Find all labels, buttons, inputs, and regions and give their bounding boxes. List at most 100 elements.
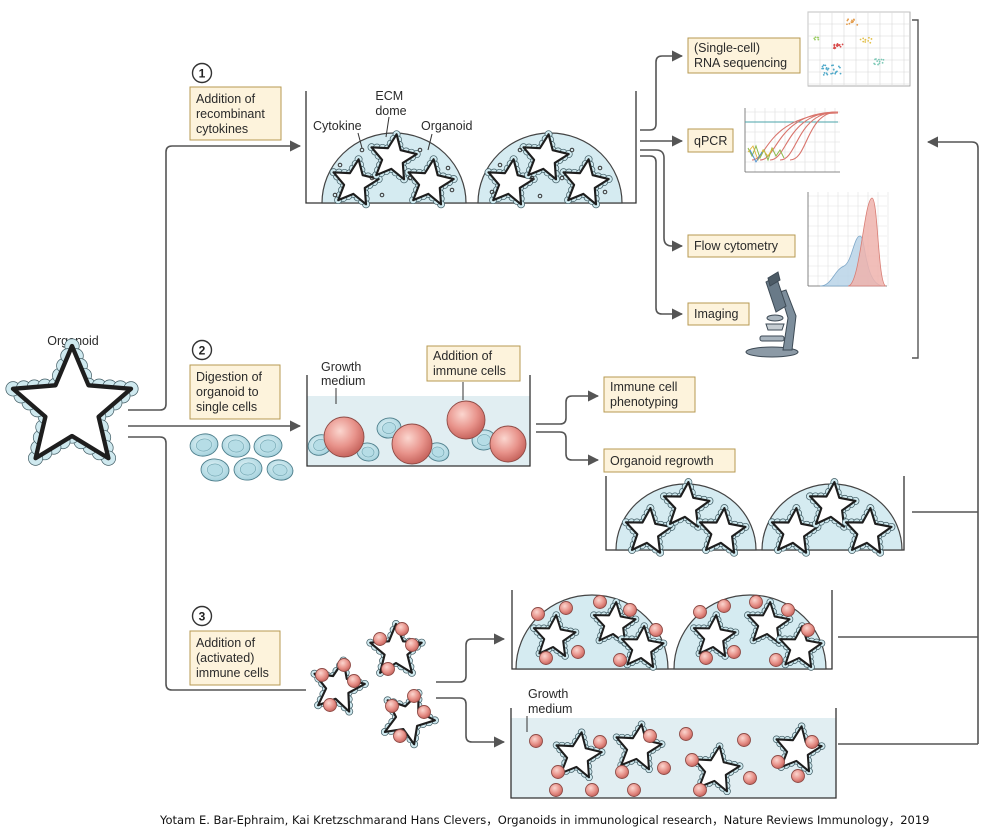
immune-cell <box>593 595 607 609</box>
cytokine-dot <box>597 165 603 171</box>
rna-seq-box <box>687 37 801 74</box>
step-1-badge <box>191 62 213 84</box>
microscope-icon <box>745 271 799 358</box>
immune-cell <box>531 607 545 621</box>
organoid-in-dome <box>484 155 538 209</box>
organoid-star-large <box>5 338 139 466</box>
arrow-to-regrowth <box>536 431 600 466</box>
regrown-organoid <box>768 504 822 557</box>
immune-cell <box>649 623 663 637</box>
immune-cell <box>791 769 805 783</box>
immune-cell <box>381 662 395 676</box>
immune-cell <box>391 423 433 465</box>
qpcr-curves-icon <box>744 108 840 173</box>
cytokine-dot <box>417 147 423 153</box>
arrow-to-imaging <box>640 155 684 320</box>
flow-arrows <box>128 50 979 748</box>
immune-cell <box>323 416 365 458</box>
flow-cytometry-icon <box>807 192 889 287</box>
immune-cell <box>585 783 599 797</box>
step-1-number: 1 <box>199 67 206 81</box>
addition-immune-label: Addition of immune cells <box>433 349 506 378</box>
cytokine-dot <box>537 193 543 199</box>
epithelial-cell <box>189 433 219 457</box>
addition-immune-box <box>426 345 521 382</box>
arrow-to-coculture-dome <box>436 633 506 683</box>
immune-cell <box>405 638 419 652</box>
scrna-scatter-icon <box>807 11 911 87</box>
step-2-number: 2 <box>199 344 206 358</box>
immune-cell <box>769 653 783 667</box>
coculture-medium-well <box>510 708 837 799</box>
immune-cell <box>771 755 785 769</box>
cytokine-dot <box>517 147 523 153</box>
epithelial-cell <box>200 458 230 482</box>
arrow-to-coculture-medium <box>436 697 506 748</box>
readouts: (Single-cell) RNA sequencing qPCR Flow c… <box>687 11 911 358</box>
regrowth-label: Organoid regrowth <box>610 454 714 468</box>
immune-cell <box>315 668 329 682</box>
immune-cell <box>407 689 421 703</box>
immune-cell <box>571 645 585 659</box>
cytokine-dot <box>332 192 338 198</box>
immune-cell <box>347 674 361 688</box>
cytokine-label: Cytokine <box>313 119 362 133</box>
immune-cell <box>417 705 431 719</box>
regrown-organoid <box>806 478 860 531</box>
single-epithelial-cells <box>189 433 294 482</box>
immune-cell <box>393 729 407 743</box>
immune-cell <box>446 400 486 440</box>
immune-cell <box>781 603 795 617</box>
arrow-to-step-1 <box>128 140 302 411</box>
immune-cell <box>559 601 573 615</box>
regrowth-box <box>603 448 736 473</box>
epithelial-cell <box>221 434 251 458</box>
organoid-in-dome-coculture <box>618 622 668 671</box>
coculture-dome-well <box>511 590 833 670</box>
phenotyping-box <box>603 376 696 413</box>
cytokine-dot <box>497 162 503 168</box>
growth-medium-2-label: Growth medium <box>321 360 365 388</box>
step-3-box <box>189 630 281 686</box>
step-2-box <box>189 364 281 420</box>
cytokine-dot <box>369 175 375 181</box>
immune-cell <box>613 653 627 667</box>
ecm-dome-label: ECM dome <box>375 89 406 118</box>
citation: Yotam E. Bar-Ephraim, Kai Kretzschmarand… <box>159 813 930 827</box>
immune-cell <box>801 623 815 637</box>
immune-cell <box>737 733 751 747</box>
step-1-text: Addition of recombinant cytokines <box>196 92 268 136</box>
organoid-dome-label: Organoid <box>421 119 472 133</box>
organoid-star-large <box>5 338 139 466</box>
organoid-in-dome-coculture <box>530 611 580 660</box>
immune-cell <box>679 727 693 741</box>
step-3-number: 3 <box>199 610 206 624</box>
immune-cell <box>805 735 819 749</box>
step-3-text: Addition of (activated) immune cells <box>196 636 269 680</box>
immune-cell <box>539 651 553 665</box>
immune-cell <box>643 729 657 743</box>
organoid-in-dome-coculture <box>744 598 794 647</box>
immune-cell <box>693 783 707 797</box>
immune-cell <box>323 698 337 712</box>
cytokine-dot <box>559 175 565 181</box>
well-2 <box>306 375 531 467</box>
step-3: 3 Addition of (activated) immune cells G… <box>189 590 837 799</box>
flow-label: Flow cytometry <box>694 239 779 253</box>
epithelial-cell <box>233 457 263 481</box>
epithelial-cell <box>253 434 283 458</box>
immune-cell <box>385 699 399 713</box>
immune-cell <box>551 765 565 779</box>
cytokine-dot <box>359 147 365 153</box>
immune-cell <box>549 783 563 797</box>
organoid-in-dome <box>519 130 573 184</box>
qpcr-label: qPCR <box>694 134 727 148</box>
cytokine-dot <box>407 175 413 181</box>
step-1-box <box>189 86 282 141</box>
immune-cell <box>717 599 731 613</box>
cytokine-dot <box>569 147 575 153</box>
immune-cell <box>685 753 699 767</box>
arrow-to-rna <box>640 50 684 131</box>
cytokine-dot <box>379 192 385 198</box>
cytokine-dot <box>529 175 535 181</box>
